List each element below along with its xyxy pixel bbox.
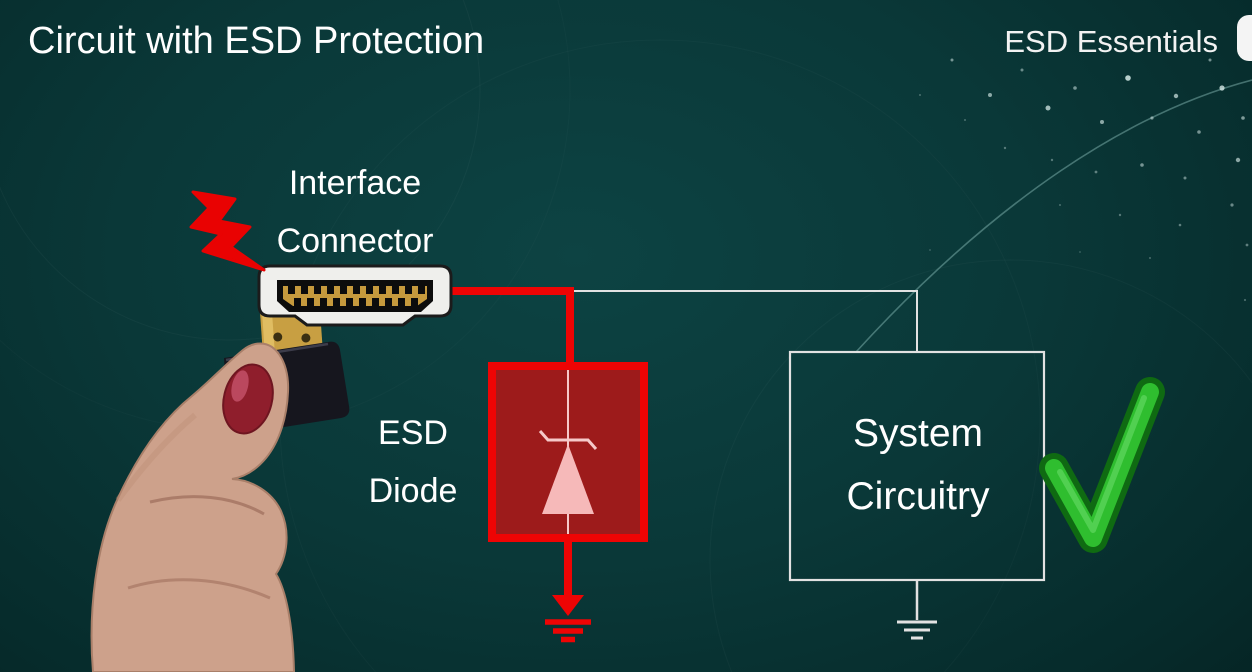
label-line: ESD: [378, 414, 448, 452]
zener-diode-symbol: [538, 370, 598, 534]
label-line: System: [852, 412, 984, 455]
decor-curve: [855, 79, 1252, 353]
page-title: Circuit with ESD Protection: [28, 20, 485, 62]
brand-text: ESD Essentials: [1004, 24, 1218, 59]
interface-connector-label: Interface Connector: [230, 154, 480, 270]
wire-junction-to-system: [566, 290, 918, 352]
signal-wire-red: [446, 287, 574, 368]
brand-logo-icon: [1237, 15, 1252, 61]
label-line: Diode: [368, 472, 458, 510]
lightning-bolt-icon: [189, 190, 266, 272]
system-circuitry-label: System Circuitry: [792, 402, 1044, 528]
particles: [919, 58, 1249, 302]
arrowhead-down: [552, 595, 584, 616]
label-line: Interface: [288, 164, 422, 202]
label-line: Circuitry: [846, 475, 990, 518]
esd-diode-label: ESD Diode: [342, 404, 484, 520]
label-line: Connector: [276, 222, 434, 260]
ground-symbol-diode: [545, 619, 591, 643]
esd-protection-path: [446, 287, 648, 643]
green-checkmark-icon: [1039, 377, 1165, 553]
ground-symbol-system: [897, 620, 937, 640]
connector-pins: [288, 286, 425, 306]
interface-connector-receptacle: [257, 264, 453, 327]
hand-holding-connector-photo: [90, 342, 296, 672]
